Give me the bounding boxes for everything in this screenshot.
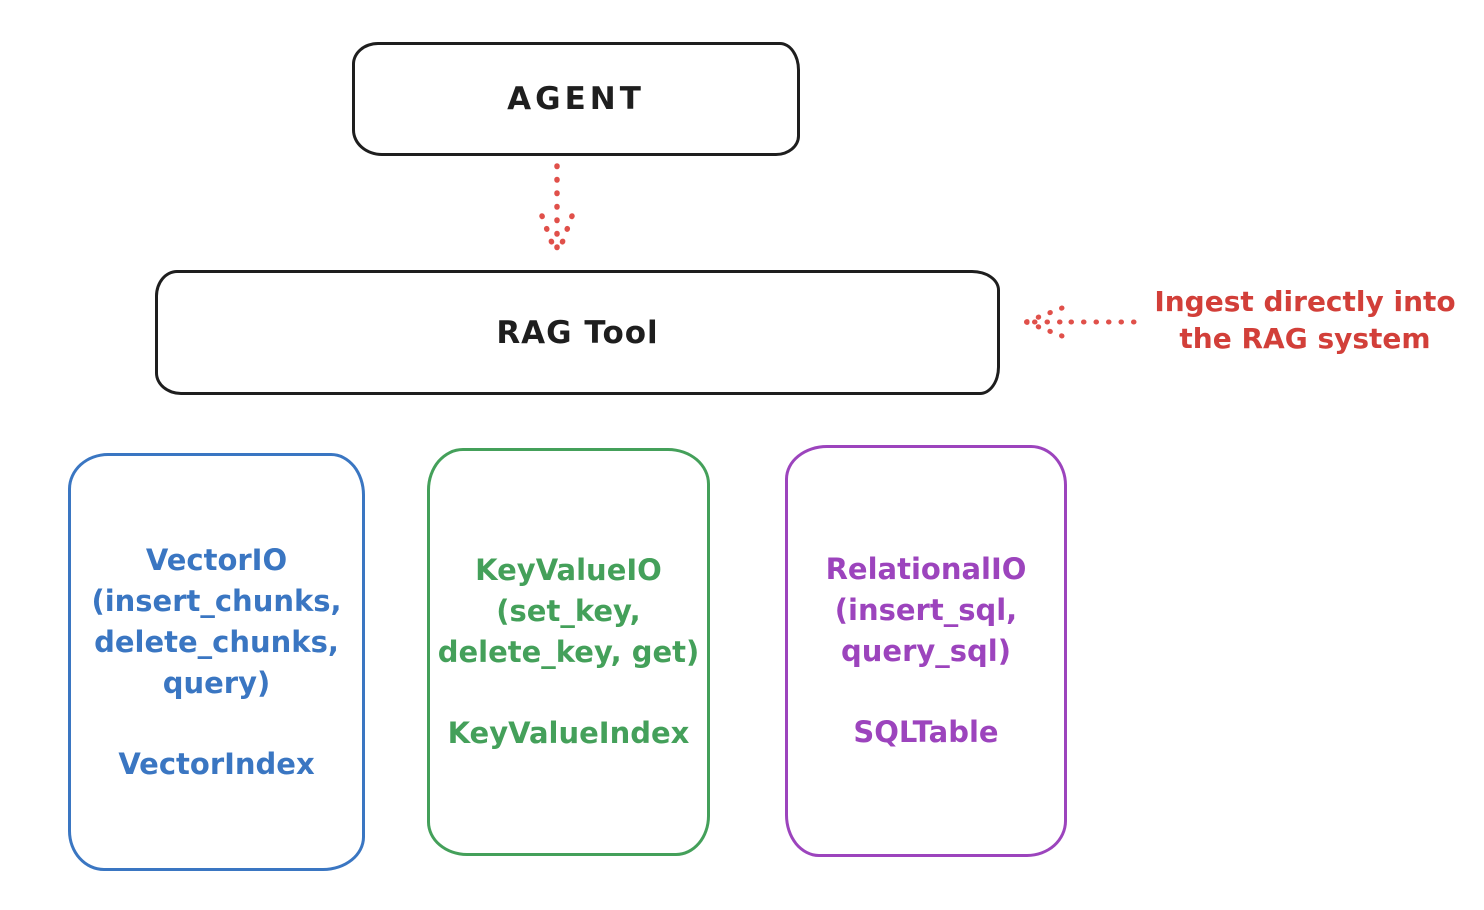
card-line: (insert_sql, [834, 593, 1018, 627]
card-relational-io-index-label: SQLTable [853, 715, 999, 749]
card-line: RelationalIO [825, 552, 1027, 586]
card-vector-io-index-label: VectorIndex [118, 746, 315, 781]
agent-to-rag-arrow-icon [539, 163, 575, 257]
annotation-line-2: the RAG system [1179, 322, 1431, 355]
card-line: query_sql) [841, 634, 1011, 668]
annotation-text: Ingest directly into the RAG system [1130, 283, 1480, 357]
card-relational-io: RelationalIO (insert_sql, query_sql) SQL… [785, 445, 1067, 857]
card-line: query) [162, 665, 271, 700]
agent-label: AGENT [507, 81, 645, 117]
annotation-line-1: Ingest directly into [1154, 285, 1456, 318]
card-line: delete_key, get) [437, 635, 700, 669]
card-line: KeyValueIO [475, 553, 662, 587]
rag-tool-label: RAG Tool [496, 314, 659, 351]
card-key-value-io-body: KeyValueIO (set_key, delete_key, get) [438, 550, 700, 673]
card-key-value-io-index-label: KeyValueIndex [447, 716, 690, 750]
card-key-value-io: KeyValueIO (set_key, delete_key, get) Ke… [427, 448, 710, 856]
card-vector-io-body: VectorIO (insert_chunks, delete_chunks, … [91, 540, 341, 704]
card-line: (set_key, [496, 594, 641, 628]
card-line: (insert_chunks, [91, 583, 342, 618]
annotation-to-rag-arrow-icon [1023, 305, 1137, 339]
rag-tool-box: RAG Tool [155, 270, 1000, 395]
agent-box: AGENT [352, 42, 800, 156]
card-line: VectorIO [145, 542, 288, 577]
card-relational-io-body: RelationalIO (insert_sql, query_sql) [826, 549, 1027, 672]
card-line: delete_chunks, [94, 624, 339, 659]
card-vector-io: VectorIO (insert_chunks, delete_chunks, … [68, 453, 365, 871]
